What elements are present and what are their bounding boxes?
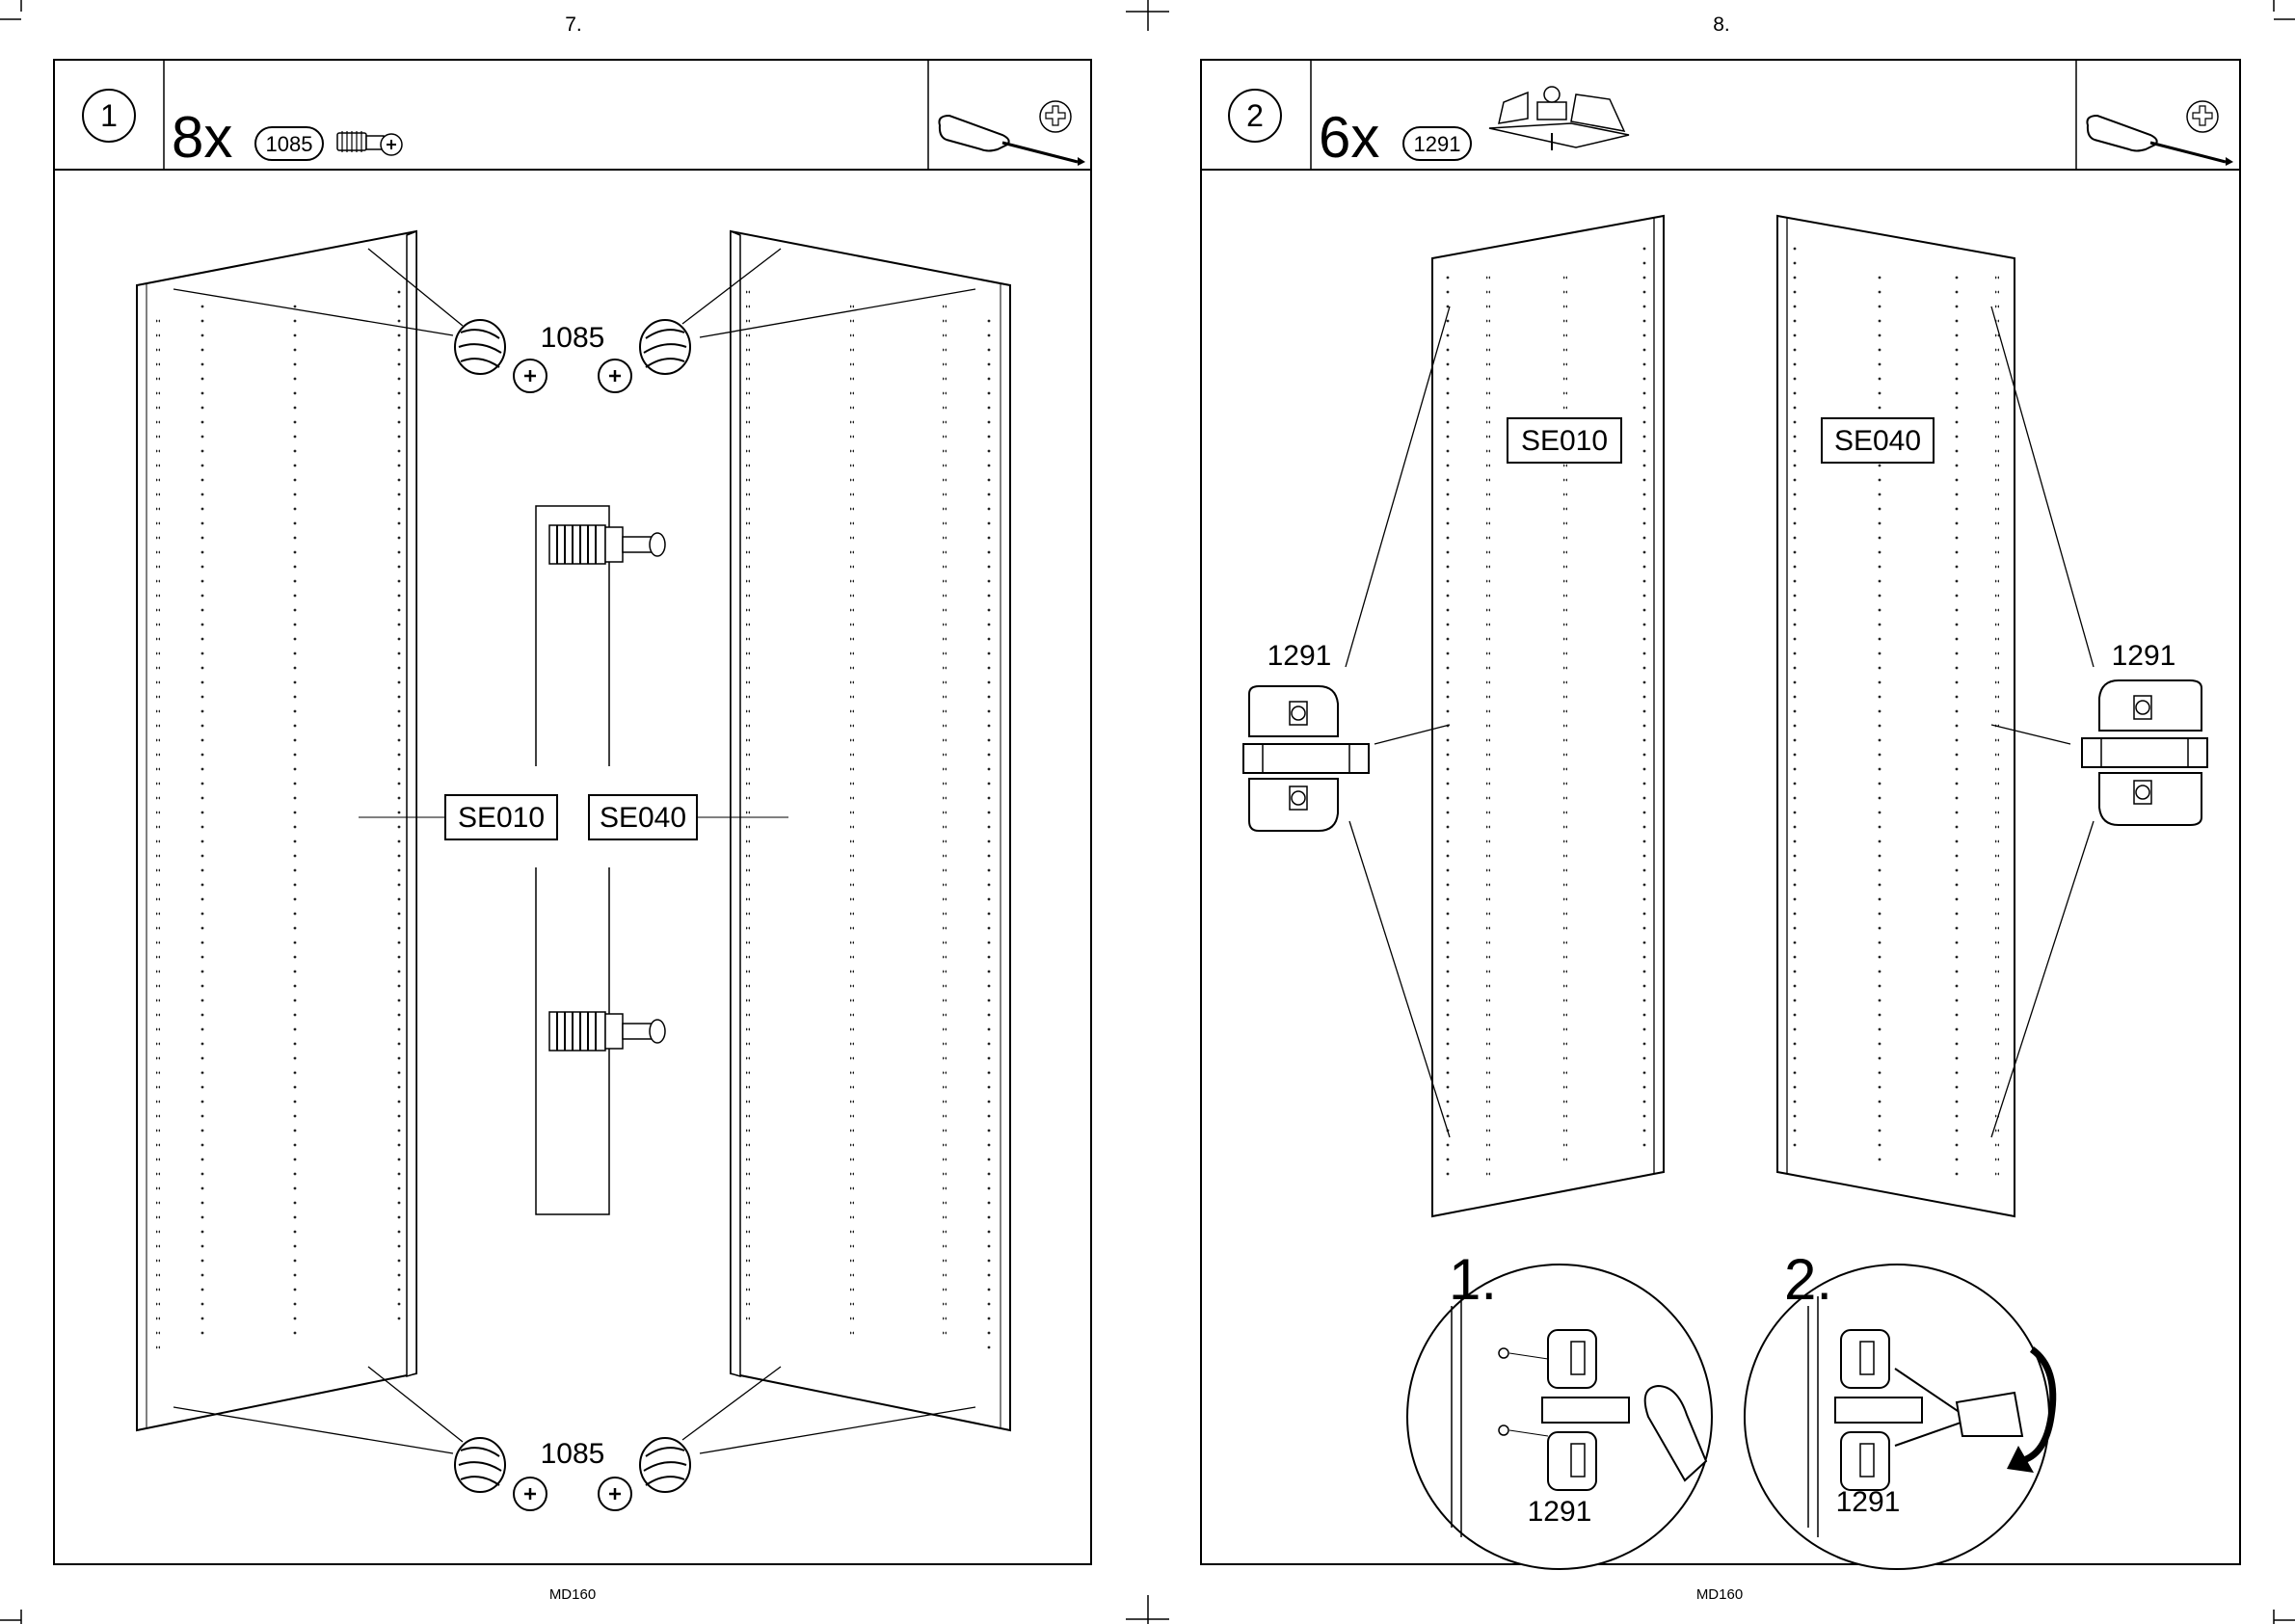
detail-circle-1: 1. 1291 — [1407, 1247, 1712, 1569]
label-se010: SE010 — [458, 802, 545, 834]
part-id: 1291 — [1414, 132, 1461, 156]
hinge-plate-right — [2082, 680, 2207, 825]
phillips-cross-icon — [1040, 101, 1071, 132]
cam-dowel-top-right — [599, 320, 690, 392]
callout-1291-left: 1291 — [1268, 640, 1332, 672]
hinge-plate-icon — [1489, 87, 1629, 150]
callout-1291-right: 1291 — [2112, 640, 2176, 672]
detail-1-label: 1291 — [1528, 1496, 1592, 1528]
panel-se010 — [1432, 216, 1664, 1216]
panel-se040 — [731, 231, 1010, 1430]
phillips-cross-icon — [2187, 101, 2218, 132]
frame-page-8 — [1201, 60, 2240, 1564]
hinge-plate-left — [1243, 686, 1369, 831]
label-se040: SE040 — [1834, 425, 1921, 457]
cam-dowel-top-left — [455, 320, 547, 392]
page-7: 1 8x 1085 — [54, 60, 1091, 1564]
step-number: 2 — [1246, 98, 1264, 133]
step-number: 1 — [100, 98, 118, 133]
cam-dowel-bottom-right — [599, 1438, 690, 1510]
part-id: 1085 — [266, 132, 313, 156]
substep-2: 2. — [1784, 1247, 1832, 1312]
cam-dowel-bottom-left — [455, 1438, 547, 1510]
label-se040: SE040 — [600, 802, 686, 834]
panel-se010 — [137, 231, 416, 1430]
label-se010: SE010 — [1521, 425, 1608, 457]
callout-1085-bottom: 1085 — [541, 1438, 605, 1470]
cam-dowel-icon — [337, 131, 402, 155]
panel-se040 — [1777, 216, 2015, 1216]
cam-dowel-detail-bottom — [549, 1012, 665, 1051]
page-8: 2 6x 1291 — [1201, 60, 2240, 1569]
detail-2-label: 1291 — [1836, 1486, 1901, 1518]
edge-detail-strip — [536, 506, 609, 1214]
cam-dowel-detail-top — [549, 525, 665, 564]
quantity-label: 6x — [1319, 105, 1379, 170]
quantity-label: 8x — [172, 105, 232, 170]
substep-1: 1. — [1449, 1247, 1497, 1312]
detail-circle-2: 2. 1291 — [1745, 1247, 2053, 1569]
callout-1085-top: 1085 — [541, 322, 605, 354]
